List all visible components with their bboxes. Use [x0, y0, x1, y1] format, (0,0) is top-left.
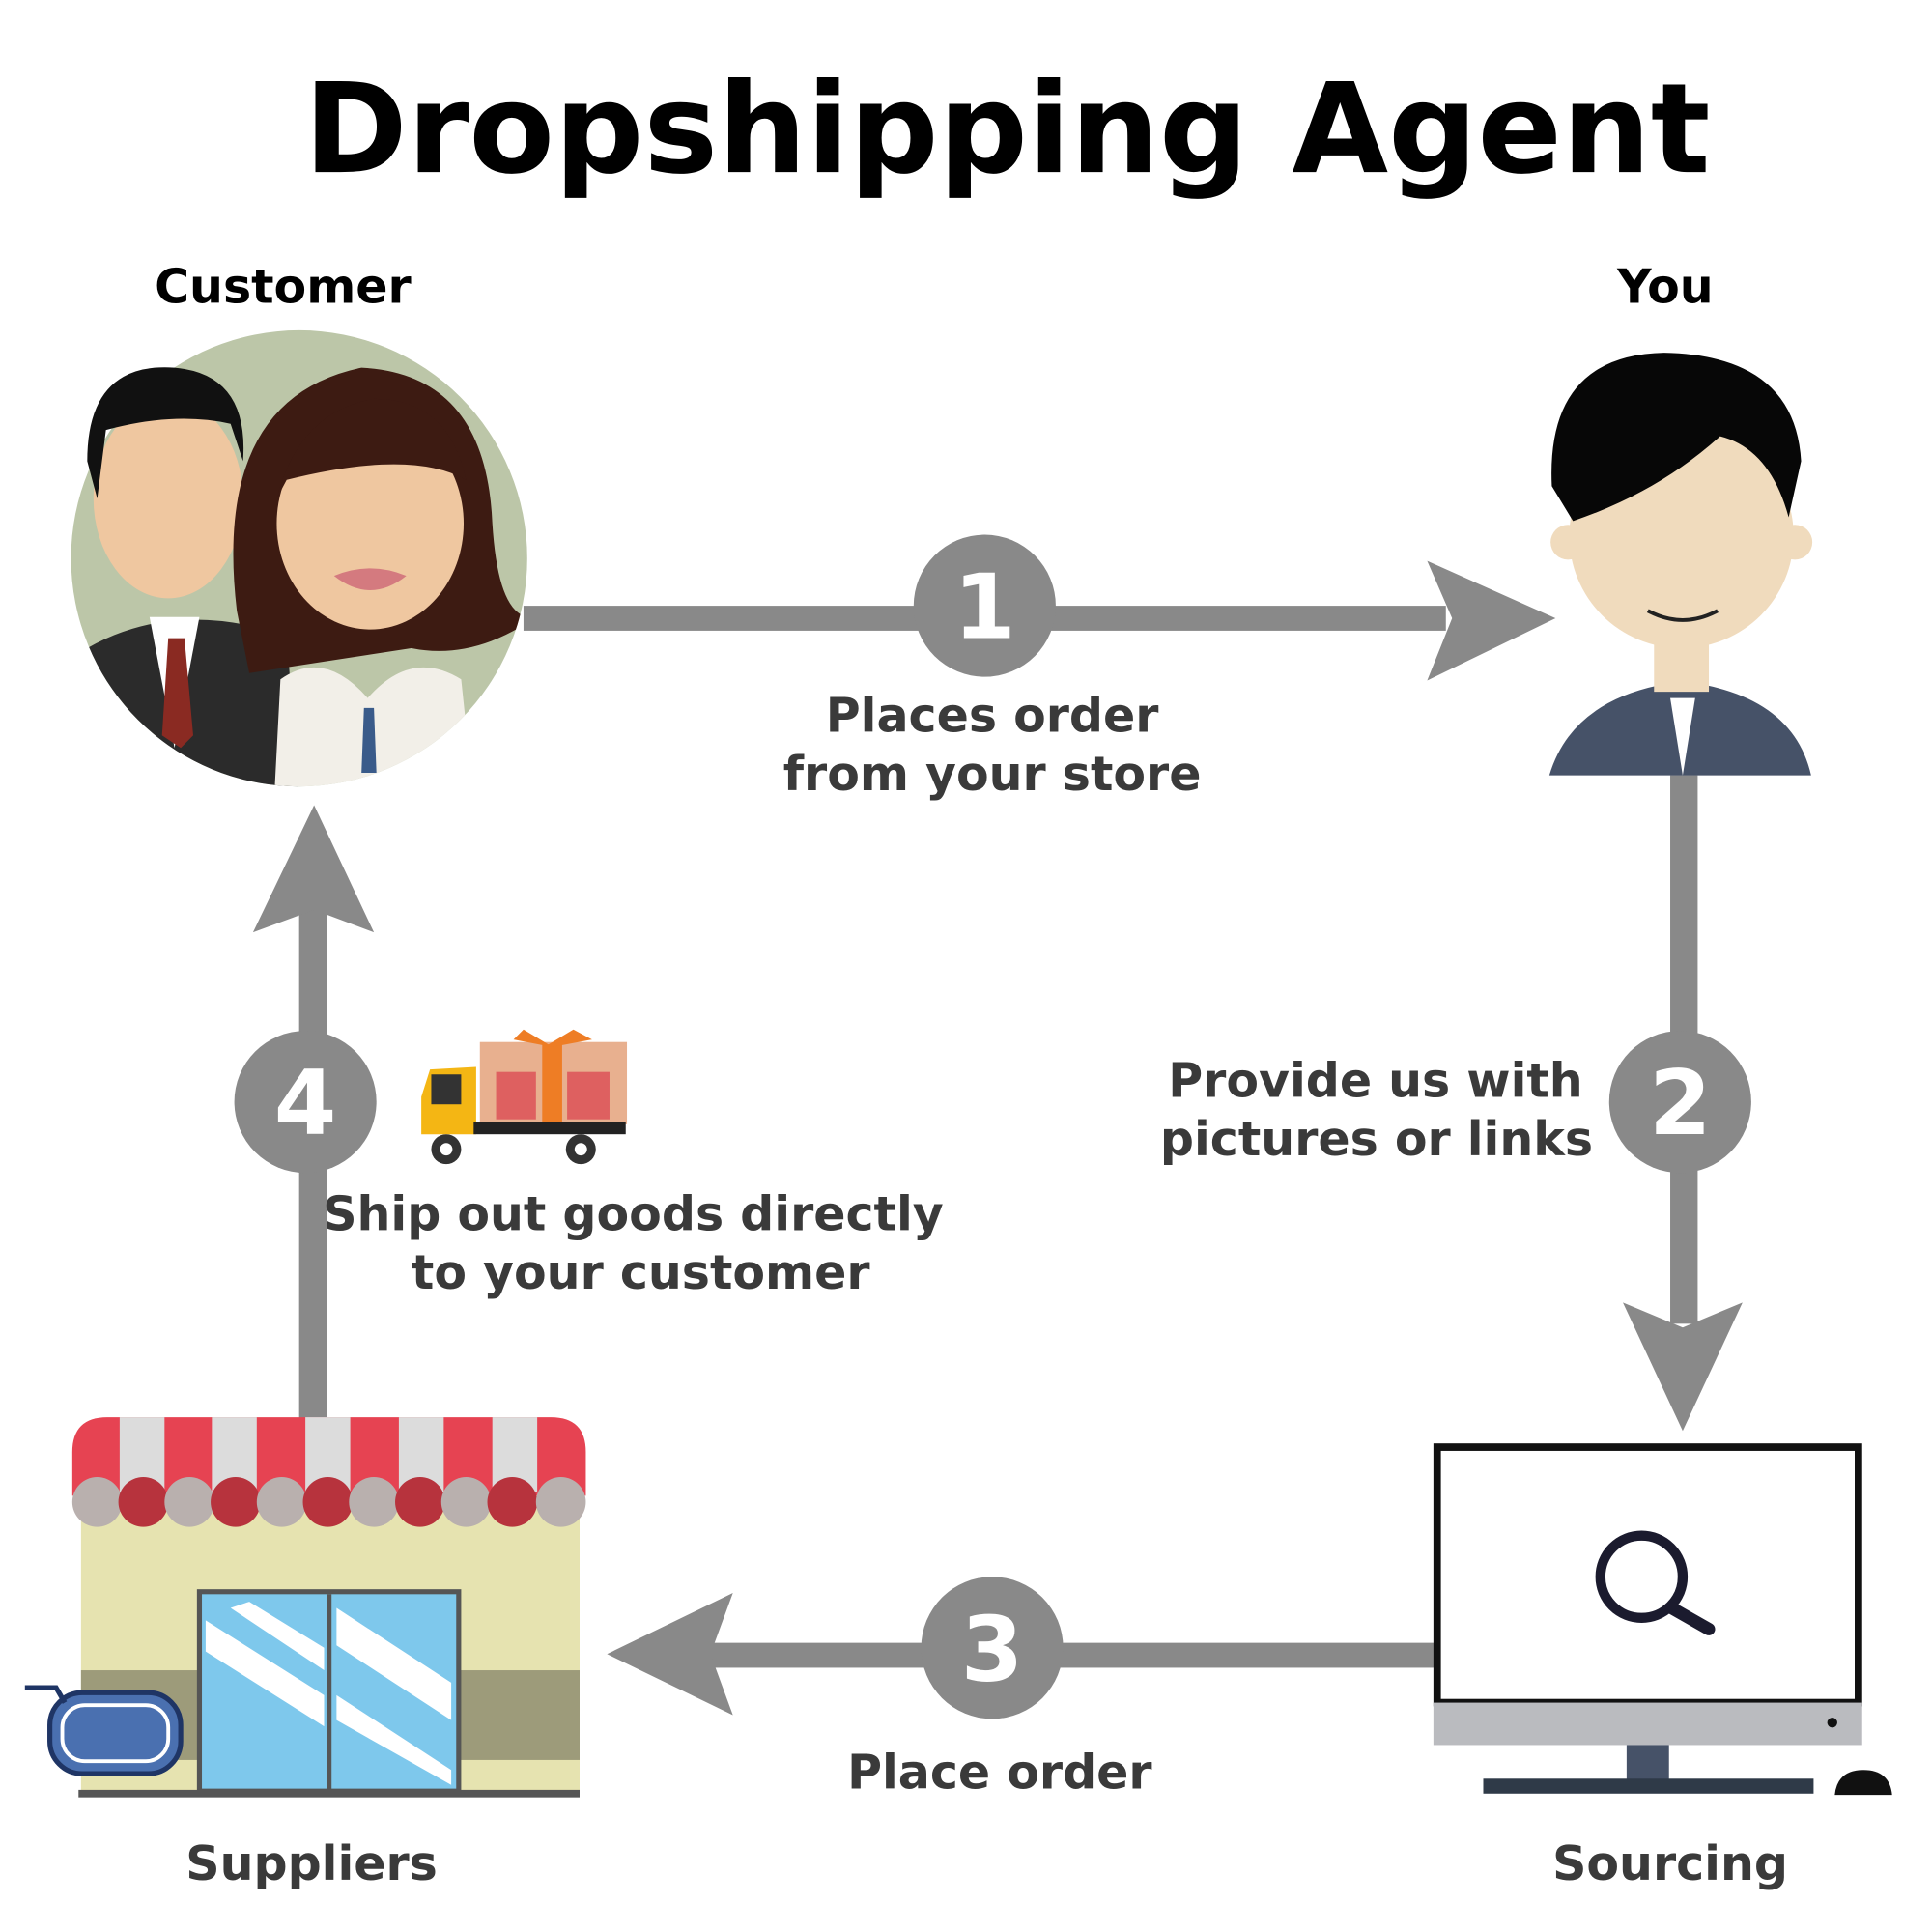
step-1-badge: 1: [913, 534, 1056, 677]
step-1-caption-line2: from your store: [783, 746, 1202, 802]
svg-text:2: 2: [1649, 1051, 1712, 1155]
diagram-title: Dropshipping Agent: [304, 57, 1711, 202]
arrow-2-head: [1623, 1302, 1743, 1432]
you-label: You: [1616, 259, 1714, 315]
suppliers-label: Suppliers: [185, 1835, 438, 1891]
delivery-truck-icon: [421, 1029, 628, 1165]
step-2-badge: 2: [1608, 1031, 1751, 1174]
step-2-caption-line2: pictures or links: [1160, 1111, 1593, 1167]
svg-text:1: 1: [953, 555, 1016, 660]
sourcing-computer-icon: [1433, 1443, 1892, 1796]
customer-label: Customer: [155, 259, 412, 315]
search-icon: [1595, 1530, 1716, 1635]
svg-text:4: 4: [274, 1051, 337, 1155]
step-4-badge: 4: [234, 1031, 377, 1174]
step-4-caption-line2: to your customer: [412, 1244, 870, 1300]
svg-text:3: 3: [961, 1597, 1024, 1701]
customer-couple-icon: [71, 329, 527, 787]
arrow-3-shaft: [697, 1642, 1440, 1668]
sourcing-label: Sourcing: [1552, 1835, 1788, 1891]
you-person-icon: [1548, 353, 1813, 776]
step-2-caption-line1: Provide us with: [1168, 1052, 1582, 1108]
arrow-3-head: [607, 1593, 733, 1716]
step-4-caption-line1: Ship out goods directly: [323, 1186, 944, 1242]
arrow-1-head: [1427, 560, 1556, 681]
supplier-store-icon: [24, 1417, 586, 1798]
step-3-badge: 3: [921, 1577, 1064, 1719]
mouse-icon: [1834, 1770, 1892, 1796]
arrow-4-head: [252, 805, 375, 933]
step-1-caption-line1: Places order: [826, 687, 1160, 743]
step-3-caption: Place order: [847, 1745, 1152, 1801]
